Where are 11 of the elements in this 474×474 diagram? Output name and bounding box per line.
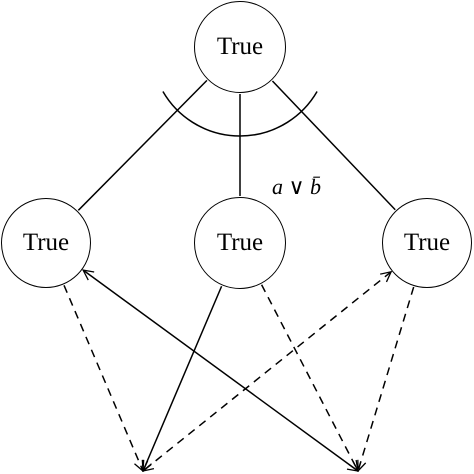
arrow xyxy=(142,271,392,472)
node-label: True xyxy=(216,33,264,61)
edge-label: a ∨ b̄ xyxy=(272,174,321,200)
arrow xyxy=(82,270,359,472)
node-label: True xyxy=(216,229,264,257)
arrow xyxy=(355,286,414,472)
arrow xyxy=(63,285,144,472)
node-label: True xyxy=(404,229,450,257)
arrow xyxy=(142,286,222,472)
node-label: True xyxy=(22,229,70,257)
arrow xyxy=(260,284,359,472)
